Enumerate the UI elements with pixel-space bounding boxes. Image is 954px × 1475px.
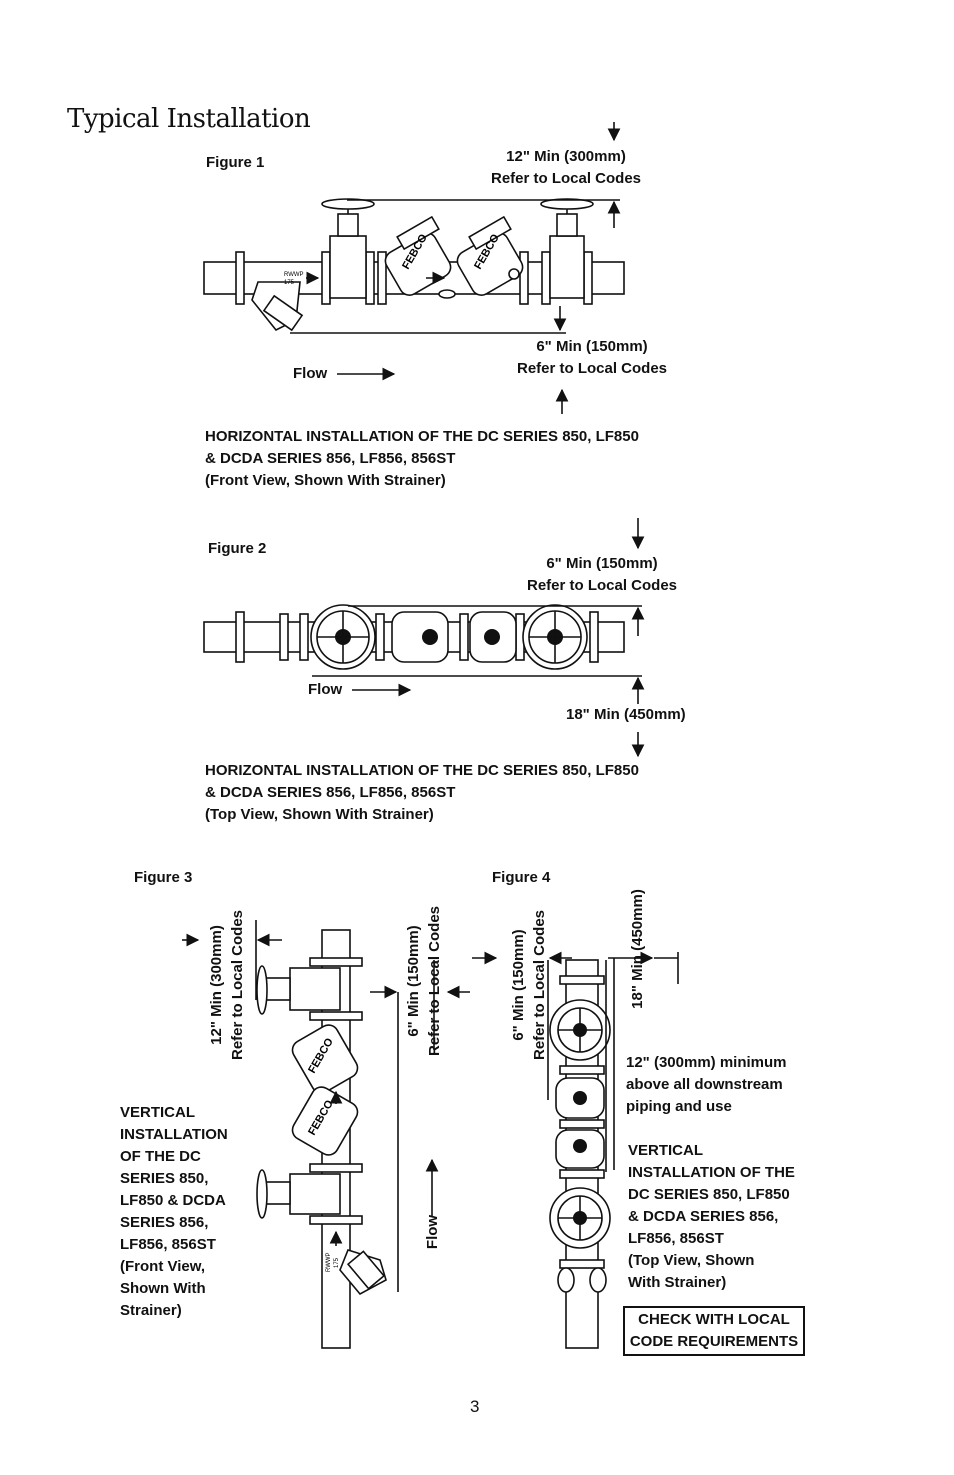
caption-line: LF856, 856ST: [628, 1230, 724, 1247]
clearance-line: Refer to Local Codes: [490, 170, 642, 187]
strainer-mark: RWWP: [326, 1252, 332, 1272]
caption-line: (Top View, Shown With Strainer): [205, 806, 434, 823]
strainer-icon: [251, 281, 304, 332]
figure3-flow-label: Flow: [424, 1214, 441, 1250]
figure3-label: Figure 3: [134, 869, 193, 886]
caption-line: VERTICAL: [628, 1142, 703, 1159]
handwheel-icon: [522, 604, 588, 670]
caption-line: (Front View,: [120, 1258, 206, 1275]
caption-line: & DCDA SERIES 856,: [628, 1208, 779, 1225]
clearance-line: 6" Min (150mm): [510, 929, 527, 1041]
page-title: Typical Installation: [67, 104, 311, 134]
clearance-line: 6" Min (150mm): [546, 555, 658, 572]
caption-line: SERIES 856,: [120, 1214, 209, 1231]
strainer-mark: RWWP: [284, 272, 304, 278]
figure2-bottom-clearance: 18" Min (450mm): [566, 706, 686, 723]
figure2-flow-label: Flow: [308, 681, 343, 698]
figure4-drawing: [472, 951, 679, 1349]
note-line: piping and use: [626, 1098, 732, 1115]
caption-line: (Top View, Shown: [628, 1252, 755, 1269]
clearance-line: 6" Min (150mm): [536, 338, 648, 355]
box-line: CHECK WITH LOCAL: [638, 1311, 790, 1328]
figure2-caption: HORIZONTAL INSTALLATION OF THE DC SERIES…: [205, 760, 639, 826]
figure4-caption: VERTICAL INSTALLATION OF THE DC SERIES 8…: [628, 1140, 795, 1294]
note-line: above all downstream: [626, 1076, 783, 1093]
caption-line: HORIZONTAL INSTALLATION OF THE DC SERIES…: [205, 762, 639, 779]
figure1-caption: HORIZONTAL INSTALLATION OF THE DC SERIES…: [205, 426, 639, 492]
check-valve-icon: [456, 215, 524, 296]
caption-line: DC SERIES 850, LF850: [628, 1186, 790, 1203]
clearance-line: 12" Min (300mm): [208, 925, 225, 1045]
figure2-drawing: [203, 518, 645, 758]
clearance-line: Refer to Local Codes: [526, 577, 678, 594]
figure1-flow-label: Flow: [293, 365, 328, 382]
figure1-drawing: FEBCO FEBCO RWWP 175: [203, 122, 625, 414]
caption-line: Strainer): [120, 1302, 182, 1319]
clearance-line: Refer to Local Codes: [229, 909, 246, 1061]
figure4-label: Figure 4: [492, 869, 551, 886]
strainer-mark: 175: [284, 280, 295, 286]
gate-valve-icon: [321, 198, 375, 299]
clearance-line: 6" Min (150mm): [405, 925, 422, 1037]
box-line: CODE REQUIREMENTS: [629, 1333, 799, 1350]
figure3-caption: VERTICAL INSTALLATION OF THE DC SERIES 8…: [120, 1102, 228, 1322]
caption-line: INSTALLATION OF THE: [628, 1164, 795, 1181]
clearance-line: Refer to Local Codes: [426, 905, 443, 1057]
gate-valve-icon: [256, 965, 341, 1015]
check-valve-icon: [291, 1024, 359, 1156]
caption-line: With Strainer): [628, 1274, 727, 1291]
caption-line: & DCDA SERIES 856, LF856, 856ST: [205, 450, 456, 467]
caption-line: SERIES 850,: [120, 1170, 209, 1187]
check-valve-icon: [555, 1077, 605, 1169]
figure4-right-clearance: 18" Min (450mm): [629, 889, 646, 1009]
figure1-label: Figure 1: [206, 154, 265, 171]
caption-line: HORIZONTAL INSTALLATION OF THE DC SERIES…: [205, 428, 639, 445]
figure3-right-clearance: 6" Min (150mm) Refer to Local Codes: [403, 898, 445, 1064]
figure4-note: 12" (300mm) minimum above all downstream…: [626, 1052, 787, 1118]
figure3-left-clearance: 12" Min (300mm) Refer to Local Codes: [206, 902, 248, 1068]
handwheel-icon: [549, 999, 611, 1061]
gate-valve-icon: [540, 198, 594, 299]
figure1-bottom-clearance: 6" Min (150mm) Refer to Local Codes: [502, 336, 682, 380]
page-number: 3: [470, 1397, 480, 1416]
caption-line: & DCDA SERIES 856, LF856, 856ST: [205, 784, 456, 801]
strainer-mark: 175: [334, 1257, 340, 1268]
figure2-label: Figure 2: [208, 540, 267, 557]
caption-line: (Front View, Shown With Strainer): [205, 472, 446, 489]
caption-line: Shown With: [120, 1280, 206, 1297]
caption-line: LF850 & DCDA: [120, 1192, 226, 1209]
clearance-line: 12" Min (300mm): [506, 148, 626, 165]
note-line: 12" (300mm) minimum: [626, 1054, 787, 1071]
caption-line: INSTALLATION: [120, 1126, 228, 1143]
handwheel-icon: [549, 1187, 611, 1249]
figure1-top-clearance: 12" Min (300mm) Refer to Local Codes: [476, 146, 656, 190]
check-local-code-box: CHECK WITH LOCAL CODE REQUIREMENTS: [623, 1306, 805, 1356]
gate-valve-icon: [256, 1169, 341, 1219]
caption-line: VERTICAL: [120, 1104, 195, 1121]
figure3-drawing: FEBCO FEBCO RWWP 175: [182, 920, 470, 1349]
figure2-top-clearance: 6" Min (150mm) Refer to Local Codes: [512, 553, 692, 597]
strainer-icon: [339, 1249, 387, 1296]
handwheel-icon: [310, 604, 376, 670]
caption-line: OF THE DC: [120, 1148, 201, 1165]
clearance-line: Refer to Local Codes: [531, 909, 548, 1061]
caption-line: LF856, 856ST: [120, 1236, 216, 1253]
figure4-left-clearance: 6" Min (150mm) Refer to Local Codes: [508, 902, 550, 1068]
check-valve-icon: [391, 611, 517, 663]
clearance-line: Refer to Local Codes: [516, 360, 668, 377]
